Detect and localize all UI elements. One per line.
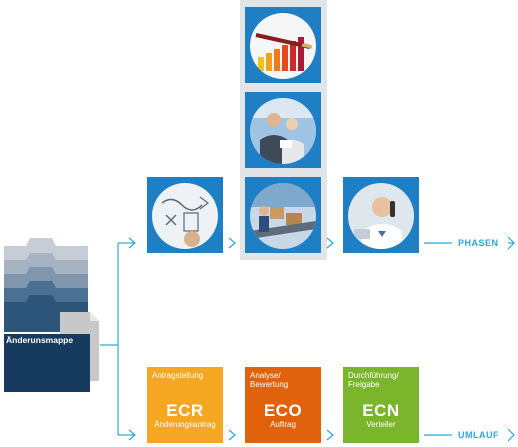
- meeting-people-icon: [250, 98, 316, 164]
- arrow-head-phase-2: [228, 237, 236, 249]
- arrow-head-circ-out: [507, 428, 515, 442]
- arrow-head-circ-1: [128, 429, 136, 441]
- phase-tile-meeting: [245, 92, 321, 168]
- phase-tile-design: [147, 177, 223, 253]
- eco-subtitle: Auftrag: [270, 420, 296, 429]
- circulation-label: UMLAUF: [458, 430, 499, 440]
- ecn-code: ECN: [362, 401, 400, 420]
- arrow-head-circ-3: [326, 429, 334, 441]
- phases-label: PHASEN: [458, 238, 499, 248]
- warehouse-conveyor-icon: [250, 183, 316, 249]
- eco-code: ECO: [263, 401, 303, 420]
- phase-tile-planning: [245, 7, 321, 83]
- ecn-box: Durchführung/ Freigabe ECN Verteiler: [343, 367, 419, 443]
- change-folder-stack-icon: [4, 238, 99, 392]
- folder-label: Änderunsmappe: [6, 335, 74, 345]
- ecr-box: Antragstellung ECR Änderungsantrag: [147, 367, 223, 443]
- phone-call-icon: [348, 183, 414, 249]
- ecn-step-label: Durchführung/ Freigabe: [348, 371, 399, 389]
- chart-pen-icon: [250, 13, 316, 79]
- eco-step-label: Analyse/ Bewertung: [250, 371, 289, 389]
- whiteboard-sketch-icon: [152, 183, 218, 249]
- ecn-subtitle: Verteiler: [366, 420, 396, 429]
- phase-tile-communication: [343, 177, 419, 253]
- ecr-subtitle: Änderungsantrag: [154, 420, 216, 429]
- eco-box: Analyse/ Bewertung ECO Auftrag: [245, 367, 321, 443]
- ecr-code: ECR: [166, 401, 204, 420]
- arrow-head-phase-3: [326, 237, 334, 249]
- arrow-head-circ-2: [228, 429, 236, 441]
- arrow-head-phase-1: [128, 237, 136, 249]
- arrow-head-phase-out: [507, 236, 515, 250]
- ecr-step-label: Antragstellung: [152, 371, 204, 380]
- phase-tile-logistics: [245, 177, 321, 253]
